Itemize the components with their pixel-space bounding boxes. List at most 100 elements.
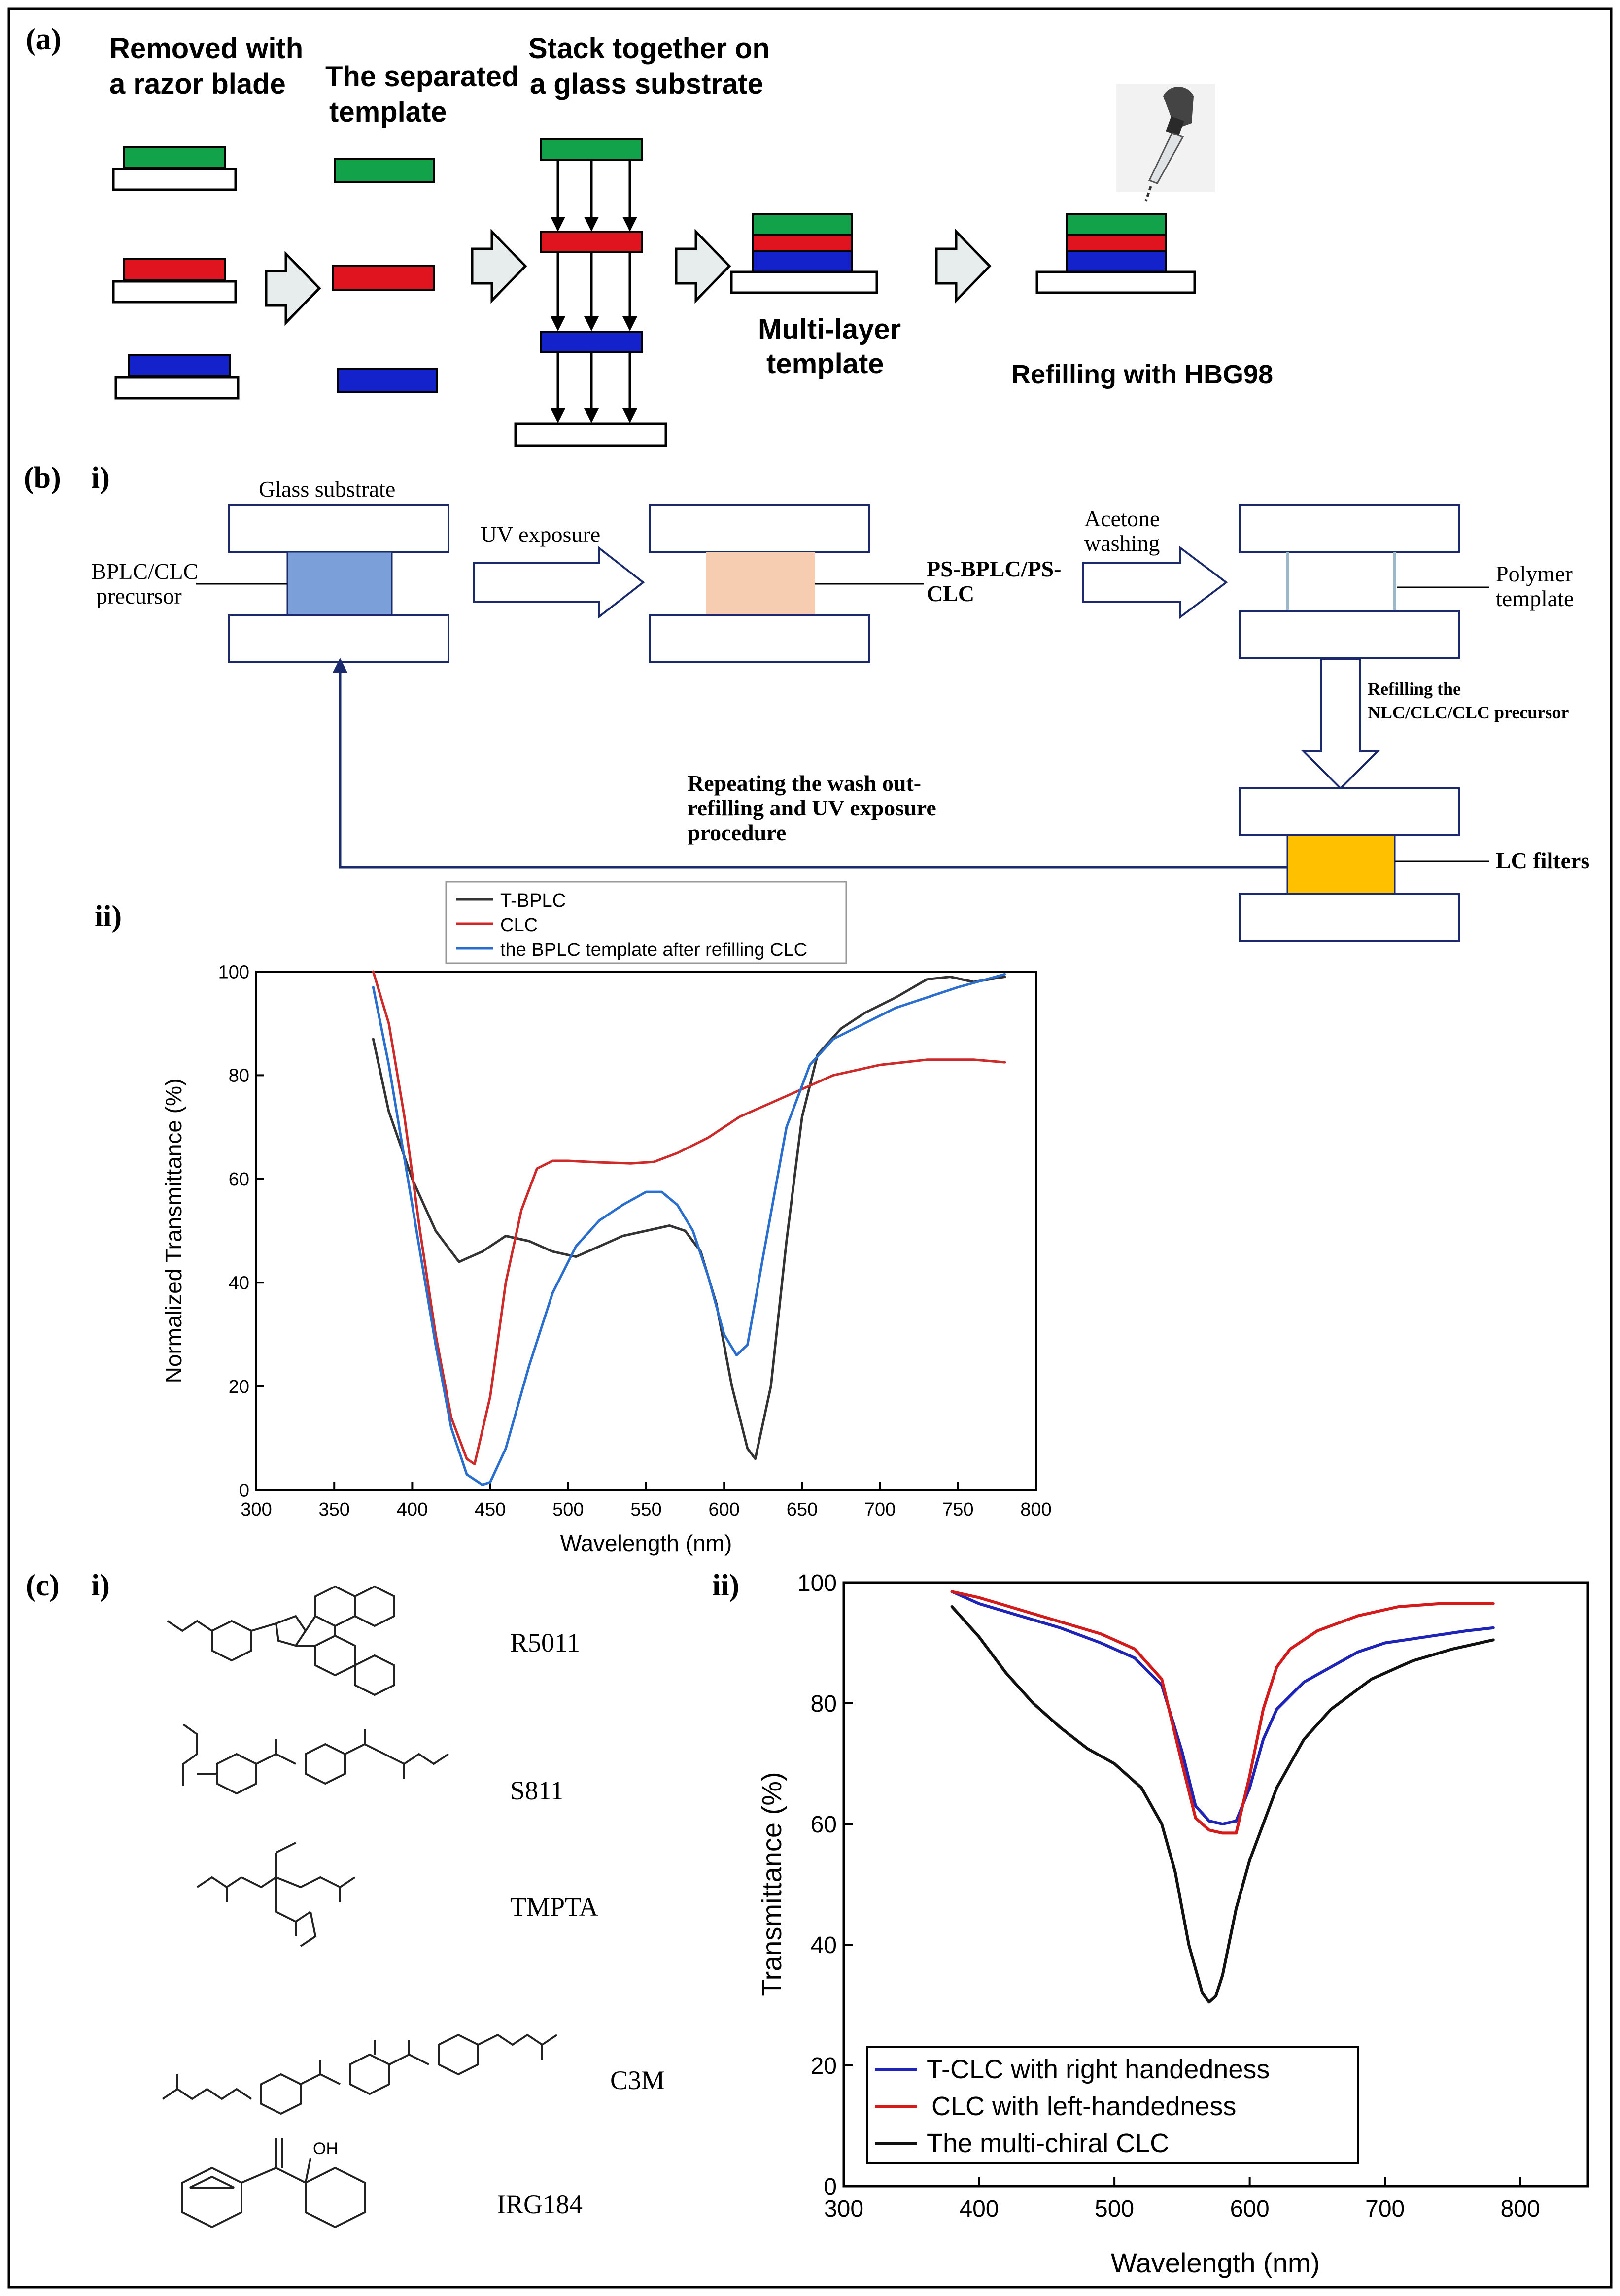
acetone-arrow — [1082, 545, 1228, 619]
x-tick-label: 700 — [1365, 2196, 1405, 2222]
uv-exposure-label: UV exposure — [481, 522, 600, 547]
x-tick-label: 450 — [475, 1499, 506, 1520]
glass-substrate — [112, 168, 237, 191]
legend-label-refilled: the BPLC template after refilling CLC — [500, 940, 807, 960]
step-refilling-label: Refilling with HBG98 — [1011, 360, 1273, 389]
blue-layer — [540, 331, 643, 353]
refilling-nlc-label: Refilling the NLC/CLC/CLC precursor — [1368, 679, 1569, 722]
green-template — [334, 158, 435, 183]
legend-label-clc-left: CLC with left-handedness — [931, 2092, 1236, 2121]
x-tick-label: 750 — [942, 1499, 973, 1520]
y-tick-label: 40 — [229, 1273, 249, 1294]
y-tick-label: 60 — [229, 1169, 249, 1190]
glass-substrate — [730, 270, 878, 294]
glass-substrate — [112, 280, 237, 304]
panel-c-sub-ii: ii) — [712, 1569, 739, 1602]
series-line-2 — [950, 1605, 1495, 2004]
refilled-red — [1066, 234, 1167, 252]
x-tick-label: 400 — [959, 2196, 999, 2222]
y-tick-label: 40 — [811, 1932, 837, 1958]
polymer-template-label: Polymer template — [1496, 561, 1578, 611]
panel-a: (a) Removed with a razor blade The separ… — [26, 23, 1273, 447]
molecule-label-s811: S811 — [510, 1776, 564, 1805]
stacking-arrows — [551, 161, 637, 423]
oh-label: OH — [313, 2139, 338, 2158]
series-line-0 — [950, 1590, 1495, 1825]
red-film-on-substrate — [123, 258, 226, 281]
process-arrow — [471, 228, 527, 304]
chart-c-xlabel: Wavelength (nm) — [1111, 2247, 1320, 2278]
panel-b-label: (b) — [24, 461, 61, 495]
lc-filter-fill — [1286, 834, 1396, 895]
y-tick-label: 20 — [811, 2053, 837, 2079]
ps-bplc-fill — [706, 552, 815, 615]
ps-bplc-label: PS-BPLC/PS- CLC — [927, 556, 1067, 606]
chart-b-ylabel: Normalized Transmittance (%) — [161, 1079, 186, 1384]
x-tick-label: 600 — [708, 1499, 739, 1520]
panel-b-schematic: (b) i) Glass substrate BPLC/CLC precurso… — [24, 461, 1589, 942]
multilayer-red — [752, 234, 853, 252]
panel-a-label: (a) — [26, 23, 61, 56]
x-tick-label: 300 — [824, 2196, 863, 2222]
glass-plate — [1239, 893, 1460, 942]
dropper-icon — [1116, 84, 1215, 202]
refilled-green — [1066, 213, 1167, 236]
chart-c-plot-frame — [842, 1581, 1589, 2188]
r5011-structure — [167, 1585, 395, 1696]
glass-substrate-label: Glass substrate — [259, 476, 395, 502]
panel-c-sub-i: i) — [91, 1569, 110, 1602]
step-removed-label: Removed with a razor blade — [109, 33, 311, 100]
glass-plate — [1239, 610, 1460, 659]
x-tick-label: 800 — [1501, 2196, 1540, 2222]
glass-plate — [228, 614, 449, 663]
x-tick-label: 500 — [552, 1499, 584, 1520]
green-layer — [540, 138, 643, 161]
x-tick-label: 350 — [318, 1499, 349, 1520]
glass-plate — [1239, 787, 1460, 836]
glass-plate — [228, 504, 449, 553]
red-template — [332, 265, 435, 291]
x-tick-label: 600 — [1230, 2196, 1270, 2222]
glass-substrate — [114, 376, 240, 400]
tmpta-structure — [196, 1842, 356, 1947]
s811-structure — [182, 1723, 449, 1795]
refilling-arrow — [1301, 658, 1380, 790]
refilled-blue — [1066, 250, 1167, 273]
y-tick-label: 100 — [218, 962, 249, 982]
precursor-fill — [286, 551, 393, 616]
chart-b-xlabel: Wavelength (nm) — [560, 1530, 732, 1556]
green-film-on-substrate — [123, 146, 226, 169]
chart-c-legend: T-CLC with right handedness CLC with lef… — [866, 2046, 1359, 2164]
chart-b-legend: T-BPLC CLC the BPLC template after refil… — [445, 881, 847, 964]
glass-substrate — [1035, 270, 1196, 294]
legend-label-t-clc: T-CLC with right handedness — [927, 2055, 1270, 2084]
x-tick-label: 500 — [1095, 2196, 1134, 2222]
legend-label-t-bplc: T-BPLC — [500, 890, 566, 911]
y-tick-label: 100 — [797, 1570, 837, 1596]
c3m-structure — [162, 2033, 558, 2115]
glass-plate — [649, 504, 870, 553]
x-tick-label: 650 — [787, 1499, 818, 1520]
molecule-label-c3m: C3M — [610, 2065, 665, 2095]
y-tick-label: 0 — [824, 2174, 837, 2200]
molecule-label-tmpta: TMPTA — [510, 1892, 598, 1922]
y-tick-label: 60 — [811, 1812, 837, 1838]
chart-b-legend-box — [445, 881, 847, 964]
x-tick-label: 800 — [1020, 1499, 1051, 1520]
repeating-procedure-label: Repeating the wash out- refilling and UV… — [688, 771, 942, 845]
process-arrow — [935, 228, 992, 304]
step-stack-label: Stack together on a glass substrate — [528, 33, 778, 100]
precursor-label: BPLC/CLC precursor — [91, 559, 204, 608]
blue-template — [337, 368, 438, 393]
molecule-label-r5011: R5011 — [510, 1628, 580, 1657]
panel-b-sub-ii: ii) — [95, 900, 122, 933]
step-separated-label: The separated template — [325, 61, 527, 128]
irg184-structure — [181, 2138, 366, 2228]
lc-filters-label: LC filters — [1496, 848, 1589, 873]
repeat-loop-arrowhead — [333, 658, 347, 673]
x-tick-label: 300 — [241, 1499, 272, 1520]
panel-b-sub-i: i) — [91, 461, 110, 495]
molecule-label-irg184: IRG184 — [497, 2190, 583, 2219]
